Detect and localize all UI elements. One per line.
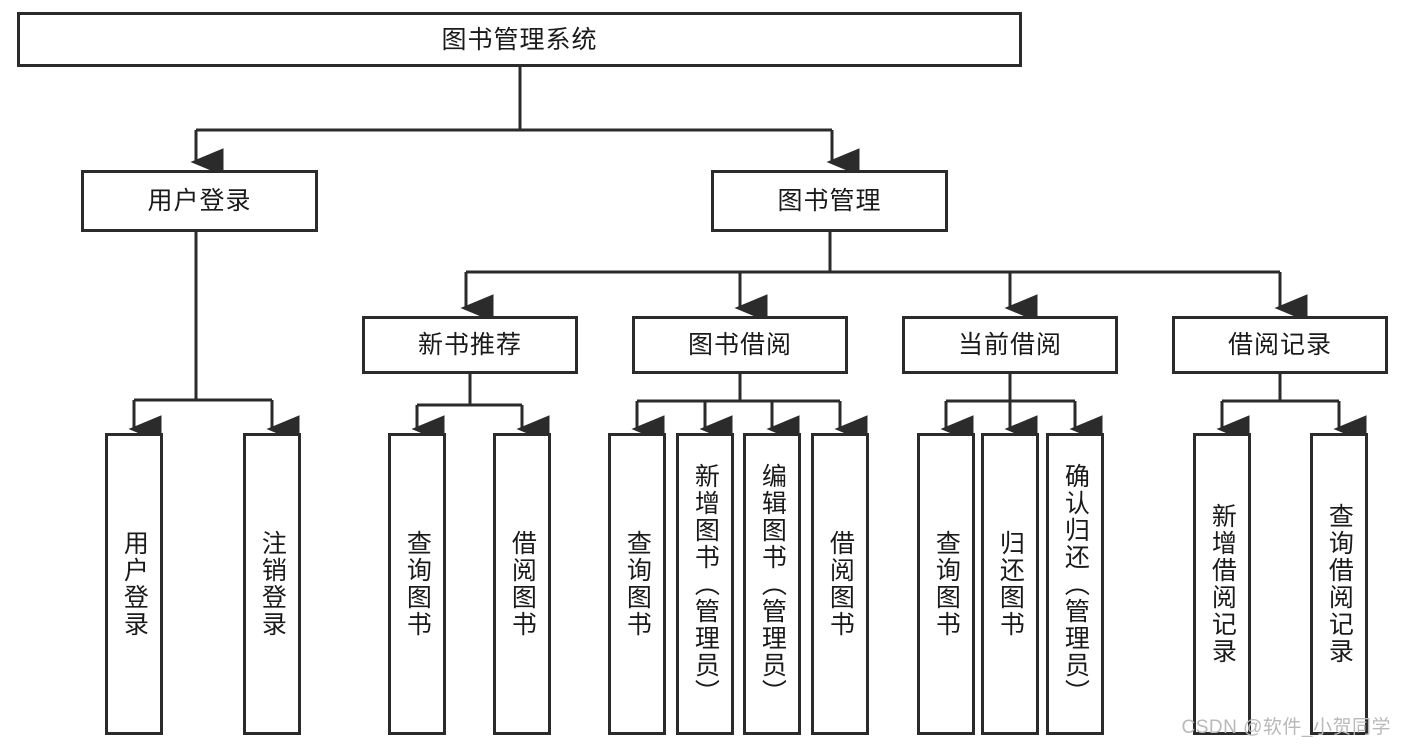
node-leaf-rec-add[interactable]: 新增借阅记录 xyxy=(1193,433,1251,735)
node-leaf-cur-query-label: 查询图书 xyxy=(932,530,961,638)
node-leaf-borrow-lend[interactable]: 借阅图书 xyxy=(811,433,869,735)
node-book-manage[interactable]: 图书管理 xyxy=(711,170,948,232)
node-leaf-user-login[interactable]: 用户登录 xyxy=(105,433,163,735)
node-leaf-borrow-lend-label: 借阅图书 xyxy=(826,530,855,638)
node-book-borrow-label: 图书借阅 xyxy=(687,331,792,359)
node-current-borrow[interactable]: 当前借阅 xyxy=(902,316,1118,374)
node-leaf-rec-search-label: 查询借阅记录 xyxy=(1325,503,1354,665)
edge-group-new-book-rec xyxy=(411,374,550,443)
node-new-book-rec-label: 新书推荐 xyxy=(417,331,522,359)
node-leaf-rec-borrow[interactable]: 借阅图书 xyxy=(493,433,551,735)
edge-group-book-borrow xyxy=(631,374,868,443)
node-leaf-cur-confirm-label: 确认归还（管理员） xyxy=(1061,462,1090,706)
edge-group-current-borrow xyxy=(940,374,1103,443)
node-leaf-user-login-label: 用户登录 xyxy=(120,530,149,638)
node-leaf-user-logout[interactable]: 注销登录 xyxy=(243,433,301,735)
node-user-login-label: 用户登录 xyxy=(147,187,252,215)
edge-group-book-manage xyxy=(460,232,1308,322)
node-root-label: 图书管理系统 xyxy=(441,25,598,54)
node-book-manage-label: 图书管理 xyxy=(777,187,882,215)
node-leaf-cur-query[interactable]: 查询图书 xyxy=(917,433,975,735)
node-leaf-rec-borrow-label: 借阅图书 xyxy=(508,530,537,638)
node-leaf-rec-query-label: 查询图书 xyxy=(403,530,432,638)
node-new-book-rec[interactable]: 新书推荐 xyxy=(362,316,578,374)
edge-group-borrow-record xyxy=(1216,374,1367,443)
node-user-login[interactable]: 用户登录 xyxy=(81,170,318,232)
node-leaf-borrow-query[interactable]: 查询图书 xyxy=(608,433,666,735)
node-leaf-rec-search[interactable]: 查询借阅记录 xyxy=(1310,433,1368,735)
node-leaf-borrow-add-label: 新增图书（管理员） xyxy=(691,462,720,706)
node-book-borrow[interactable]: 图书借阅 xyxy=(632,316,848,374)
node-borrow-record[interactable]: 借阅记录 xyxy=(1172,316,1388,374)
node-current-borrow-label: 当前借阅 xyxy=(957,331,1062,359)
node-leaf-cur-return[interactable]: 归还图书 xyxy=(981,433,1039,735)
node-borrow-record-label: 借阅记录 xyxy=(1227,331,1332,359)
edge-group-user-login xyxy=(128,232,300,443)
node-root[interactable]: 图书管理系统 xyxy=(17,12,1022,67)
node-leaf-cur-confirm[interactable]: 确认归还（管理员） xyxy=(1046,433,1104,735)
edge-group-root xyxy=(190,67,860,176)
node-leaf-cur-return-label: 归还图书 xyxy=(996,530,1025,638)
watermark-text: CSDN @软件_小贺同学 xyxy=(1181,717,1391,738)
node-leaf-borrow-add[interactable]: 新增图书（管理员） xyxy=(676,433,734,735)
node-leaf-rec-add-label: 新增借阅记录 xyxy=(1208,503,1237,665)
node-leaf-borrow-edit[interactable]: 编辑图书（管理员） xyxy=(743,433,801,735)
node-leaf-rec-query[interactable]: 查询图书 xyxy=(388,433,446,735)
node-leaf-user-logout-label: 注销登录 xyxy=(258,530,287,638)
node-leaf-borrow-edit-label: 编辑图书（管理员） xyxy=(758,462,787,706)
node-leaf-borrow-query-label: 查询图书 xyxy=(623,530,652,638)
